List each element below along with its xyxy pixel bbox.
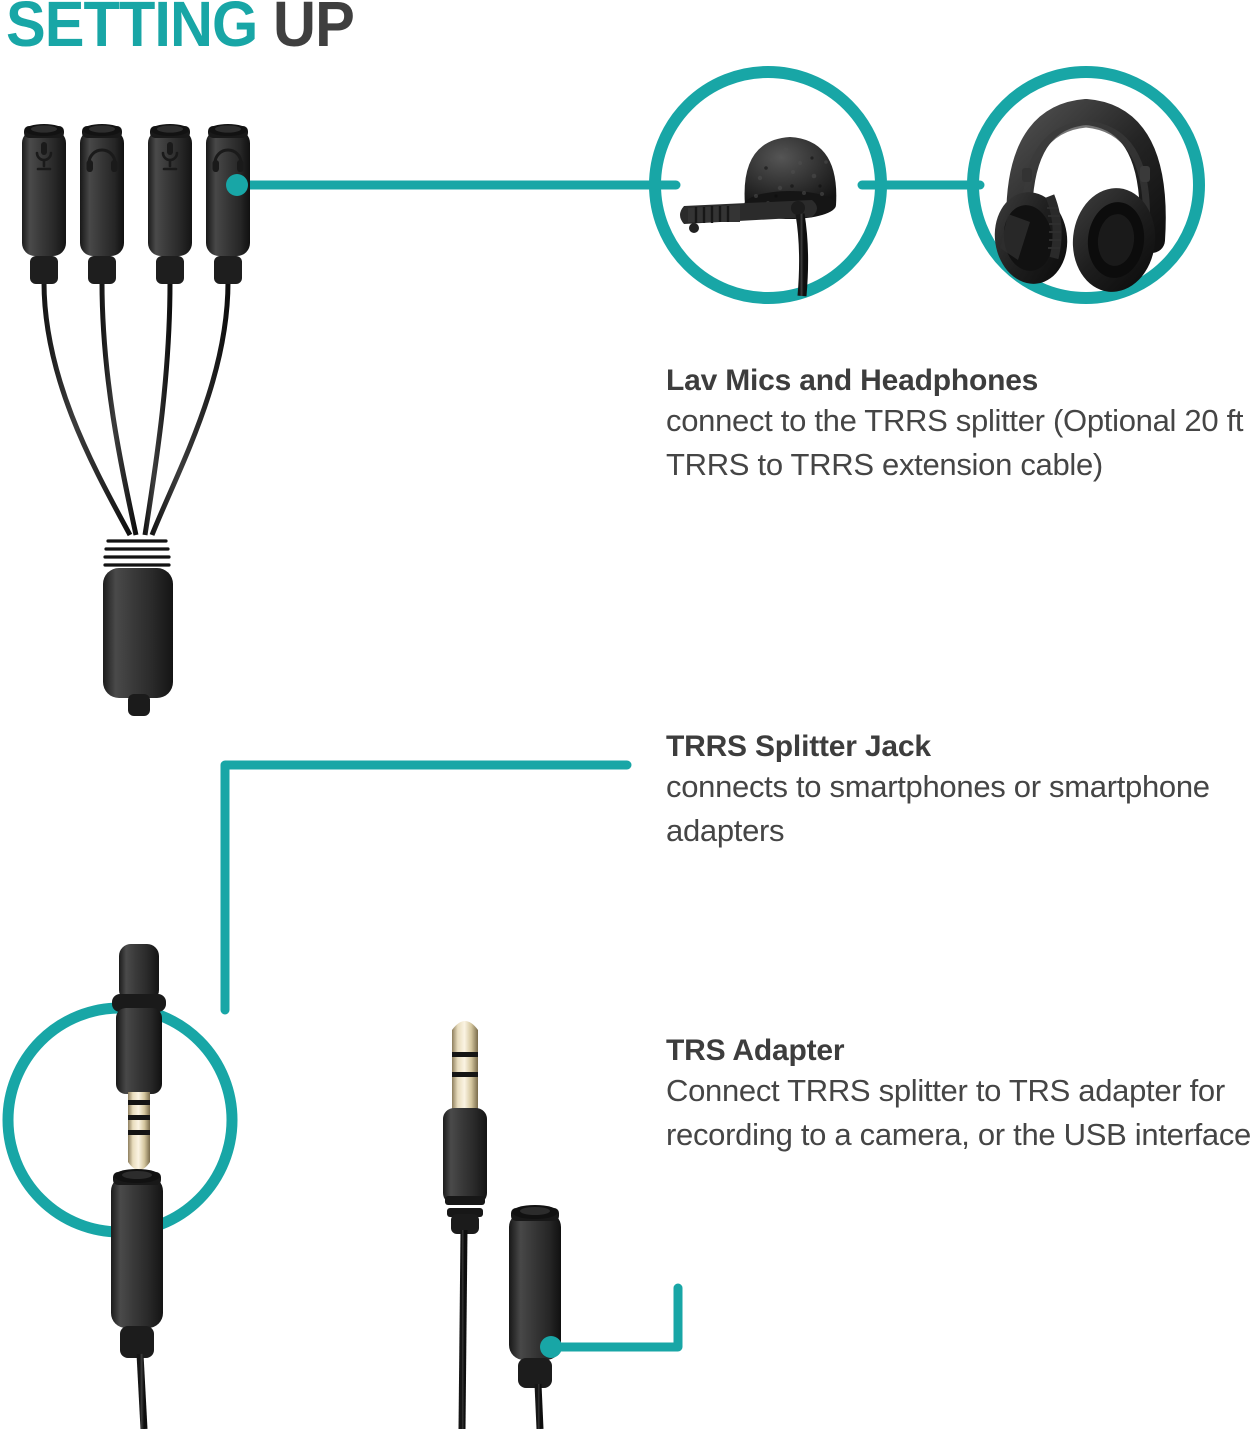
callout-body: connects to smartphones or smartphone ad… <box>666 769 1210 849</box>
splitter-port-4 <box>206 124 250 284</box>
leader-line-middle <box>220 760 632 1015</box>
callout-text-trrs-splitter-jack: TRRS Splitter Jack connects to smartphon… <box>666 729 1253 854</box>
splitter-port-2 <box>80 124 124 284</box>
plug-insulator-rings <box>452 1052 478 1077</box>
leader-lines <box>220 180 985 1352</box>
trrs-male-plug <box>112 944 166 1170</box>
callout-text-lav-mics: Lav Mics and Headphones connect to the T… <box>666 363 1253 488</box>
leader-line-bottom <box>548 1283 683 1352</box>
callout-circle-lav-mic <box>649 66 887 304</box>
connector-dot-top <box>226 174 248 196</box>
callout-text-trs-adapter: TRS Adapter Connect TRRS splitter to TRS… <box>666 1033 1253 1158</box>
splitter-port-3 <box>148 124 192 284</box>
splitter-cable-4 <box>149 281 231 536</box>
trrs-splitter <box>22 124 250 716</box>
page-title: SETTING UP <box>6 0 355 56</box>
callout-title: Lav Mics and Headphones <box>666 364 1039 397</box>
headphones-icon <box>994 98 1166 292</box>
page-title-highlight: SETTING <box>6 0 258 60</box>
splitter-cable-1 <box>41 281 133 537</box>
callout-body: connect to the TRRS splitter (Optional 2… <box>666 403 1244 483</box>
trs-male-plug <box>443 1021 487 1429</box>
splitter-port-1 <box>22 124 66 284</box>
trrs-female-jack-adapter <box>509 1205 561 1429</box>
microphone-icon <box>161 142 179 171</box>
page-title-plain: UP <box>273 0 355 60</box>
splitter-cables <box>41 281 231 537</box>
headphone-icon <box>86 148 118 172</box>
callout-circle-headphones <box>967 66 1205 304</box>
lavalier-microphone-icon <box>680 137 837 297</box>
headphone-icon <box>212 148 244 172</box>
microphone-icon <box>35 142 53 171</box>
callout-body: Connect TRRS splitter to TRS adapter for… <box>666 1073 1252 1153</box>
callout-title: TRRS Splitter Jack <box>666 730 931 763</box>
trs-adapter <box>443 1021 562 1429</box>
plug-insulator-rings <box>128 1100 150 1135</box>
trrs-female-jack-left <box>111 1169 163 1429</box>
splitter-cable-3 <box>142 281 173 536</box>
splitter-junction-box <box>103 539 173 716</box>
splitter-cable-2 <box>99 281 139 536</box>
callout-title: TRS Adapter <box>666 1034 845 1067</box>
callout-headphones <box>967 66 1205 304</box>
callout-lav-mic <box>649 66 887 304</box>
connector-dot-bottom <box>540 1336 562 1358</box>
